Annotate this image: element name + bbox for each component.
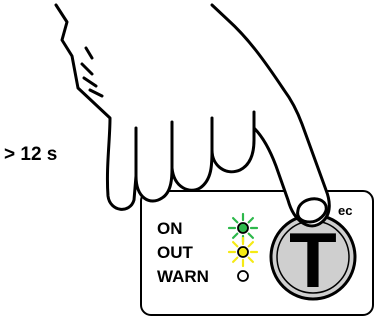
indicator-label-out: OUT <box>157 243 194 262</box>
indicator-label-warn: WARN <box>157 267 209 286</box>
indicator-lamp-out <box>229 238 257 266</box>
indicator-label-on: ON <box>157 219 183 238</box>
button-letter: T <box>289 216 337 304</box>
indicator-lamp-warn <box>238 271 248 281</box>
fingernail-icon <box>298 199 327 222</box>
button-caption-right: ec <box>338 203 352 218</box>
duration-label: > 12 s <box>4 144 57 165</box>
